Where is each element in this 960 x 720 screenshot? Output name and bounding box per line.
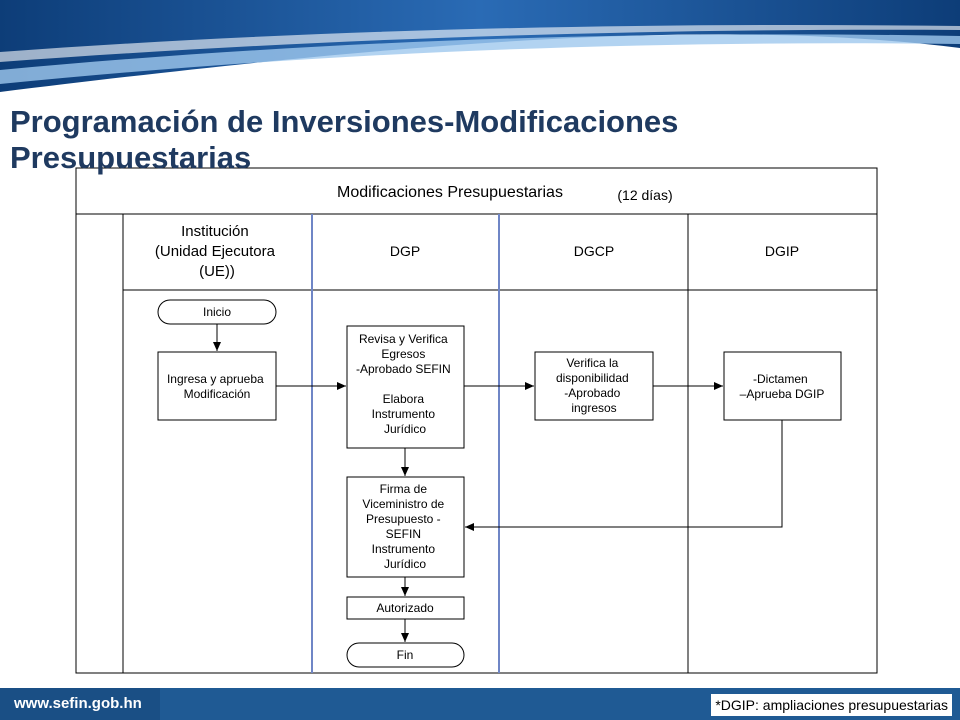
svg-text:Autorizado: Autorizado	[376, 601, 434, 615]
diagram-heading: Modificaciones Presupuestarias	[337, 184, 563, 201]
footer-note: *DGIP: ampliaciones presupuestarias	[711, 694, 952, 716]
end-terminator: Fin	[346, 642, 465, 668]
lane-header-dgcp: DGCP	[574, 243, 614, 259]
footer-url-link[interactable]: www.sefin.gob.hn	[0, 688, 160, 720]
process-revisa: Revisa y Verifica Egresos -Aprobado SEFI…	[346, 325, 465, 449]
process-autorizado: Autorizado	[346, 596, 465, 620]
svg-text:Fin: Fin	[397, 648, 414, 662]
duration-label: (12 días)	[617, 187, 672, 203]
svg-text:Verifica la disponibilid: Verifica la disponibilidad -Aprobado ing…	[556, 356, 632, 415]
svg-text:-Dictamen –Aprueba DGIP: -Dictamen –Aprueba DGIP	[740, 372, 825, 401]
page-title-line1: Programación de Inversiones-Modificacion…	[10, 104, 679, 139]
page-title: Programación de Inversiones-Modificacion…	[10, 104, 678, 176]
svg-text:Inicio: Inicio	[203, 305, 231, 319]
lane-header-dgip: DGIP	[765, 243, 799, 259]
lane-header-institucion: Institución (Unidad Ejecutora (UE))	[155, 223, 279, 280]
process-firma: Firma de Viceministro de Presupuesto - S…	[346, 476, 465, 578]
process-dictamen: -Dictamen –Aprueba DGIP	[723, 351, 842, 421]
svg-text:Revisa y Verifica Egreso: Revisa y Verifica Egresos -Aprobado SEFI…	[356, 332, 454, 436]
process-ingresa: Ingresa y aprueba Modificación	[157, 351, 277, 421]
svg-text:Firma de Viceministro de: Firma de Viceministro de Presupuesto - S…	[362, 482, 447, 571]
lane-header-dgp: DGP	[390, 243, 420, 259]
svg-text:Ingresa y aprueba Modifi: Ingresa y aprueba Modificación	[167, 372, 267, 401]
page-title-line2: Presupuestarias	[10, 140, 252, 175]
header-swoosh	[0, 0, 960, 100]
process-verifica: Verifica la disponibilidad -Aprobado ing…	[534, 351, 654, 421]
start-terminator: Inicio	[157, 299, 277, 325]
